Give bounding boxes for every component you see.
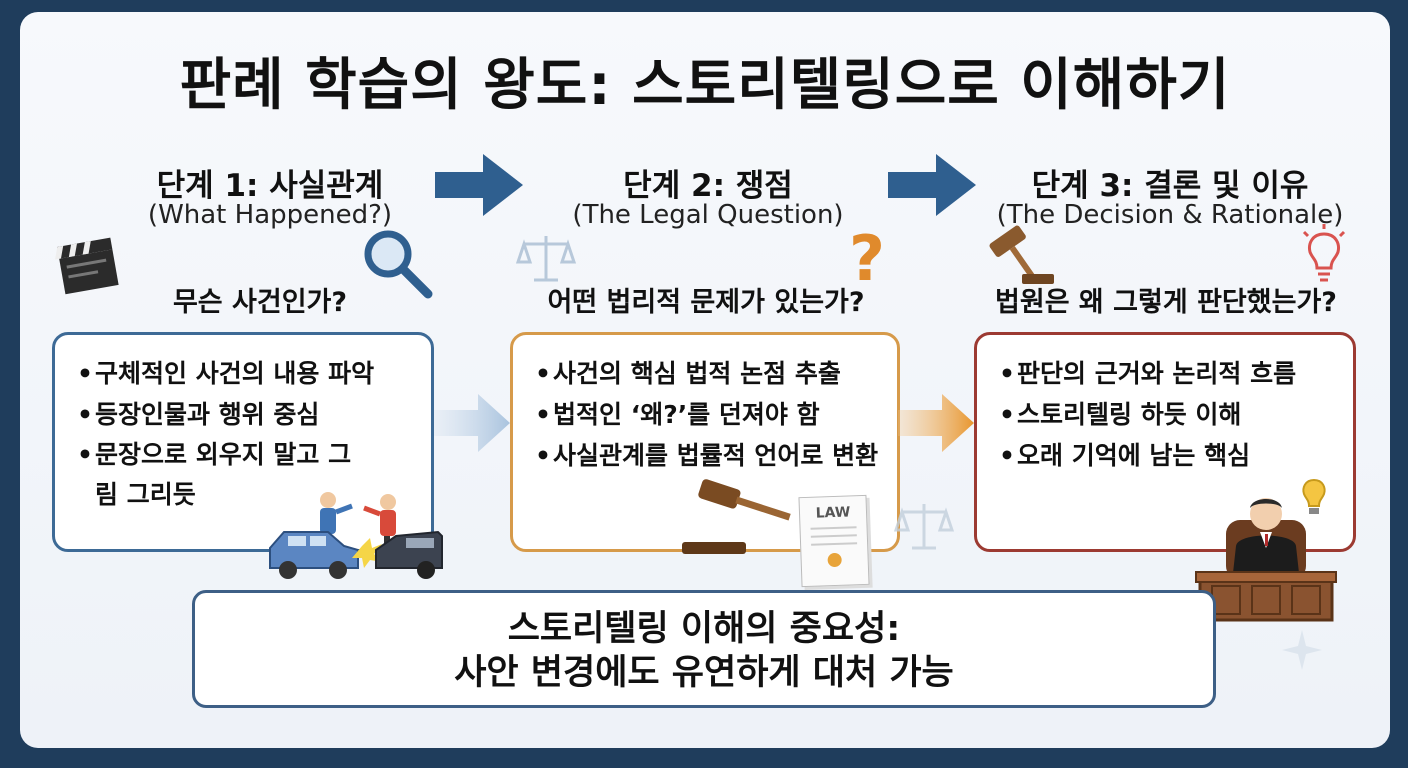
step-2-bullet: 사건의 핵심 법적 논점 추출 <box>535 353 881 394</box>
infographic-card: 판례 학습의 왕도: 스토리텔링으로 이해하기 단계 1: 사실관계 (What… <box>20 12 1390 748</box>
question-mark-icon: ? <box>849 222 885 295</box>
step-3-box: 판단의 근거와 논리적 흐름 스토리텔링 하듯 이해 오래 기억에 남는 핵심 <box>974 332 1356 552</box>
svg-text:?: ? <box>849 222 885 295</box>
car-accident-illustration <box>269 492 443 579</box>
judge-icon <box>1195 498 1337 622</box>
page-title: 판례 학습의 왕도: 스토리텔링으로 이해하기 <box>179 53 1231 118</box>
step-1-box: 구체적인 사건의 내용 파악 등장인물과 행위 중심 문장으로 외우지 말고 그… <box>52 332 434 552</box>
step-3-subtitle: (The Decision & Rationale) <box>996 200 1344 230</box>
clapperboard-icon <box>55 237 119 295</box>
step-1-question: 무슨 사건인가? <box>172 287 348 318</box>
step-3-question: 법원은 왜 그렇게 판단했는가? <box>995 287 1337 318</box>
lightbulb-icon <box>1302 478 1326 514</box>
step-1-title: 단계 1: 사실관계 <box>156 168 384 204</box>
gavel-icon <box>989 225 1054 284</box>
step-2-bullet: 법적인 ‘왜?’를 던져야 함 <box>535 394 881 435</box>
lightbulb-icon <box>1302 224 1346 282</box>
summary-box: 스토리텔링 이해의 중요성: 사안 변경에도 유연하게 대처 가능 <box>192 590 1216 708</box>
step-1-subtitle: (What Happened?) <box>147 200 393 230</box>
arrow-step1-to-step2-icon <box>435 154 523 216</box>
step-2-subtitle: (The Legal Question) <box>572 200 844 230</box>
step-1-bullet: 등장인물과 행위 중심 <box>77 394 415 435</box>
step-2-question: 어떤 법리적 문제가 있는가? <box>547 287 865 318</box>
flow-arrow-1-icon <box>434 394 510 452</box>
step-3-bullet: 판단의 근거와 논리적 흐름 <box>999 353 1337 394</box>
step-1-bullet: 문장으로 외우지 말고 그림 그리듯 <box>77 435 355 515</box>
law-document-icon: LAW <box>798 494 870 588</box>
flow-arrow-2-icon <box>898 394 974 452</box>
step-3-title: 단계 3: 결론 및 이유 <box>1031 168 1309 204</box>
scales-icon <box>515 236 577 282</box>
step-1-bullet: 구체적인 사건의 내용 파악 <box>77 353 415 394</box>
sparkle-icon <box>1282 630 1322 670</box>
step-3-bullet: 스토리텔링 하듯 이해 <box>999 394 1337 435</box>
magnifier-icon <box>364 230 433 299</box>
scales-icon <box>893 504 955 550</box>
step-3-bullet: 오래 기억에 남는 핵심 <box>999 435 1337 476</box>
summary-line-1: 스토리텔링 이해의 중요성: <box>507 609 901 649</box>
law-document-label: LAW <box>815 504 851 522</box>
gavel-icon <box>682 479 791 554</box>
summary-line-2: 사안 변경에도 유연하게 대처 가능 <box>454 653 954 693</box>
step-2-bullet: 사실관계를 법률적 언어로 변환 <box>535 435 881 476</box>
arrow-step2-to-step3-icon <box>888 154 976 216</box>
step-2-title: 단계 2: 쟁점 <box>623 168 793 204</box>
